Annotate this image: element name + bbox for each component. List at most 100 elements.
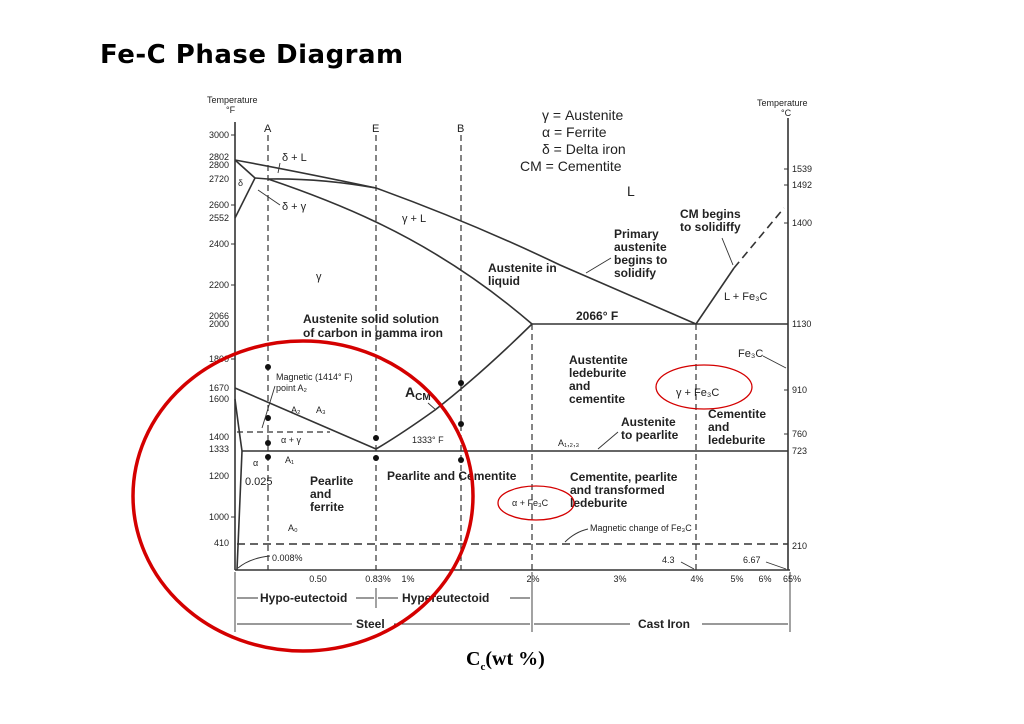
region-label: ledeburite <box>708 433 766 447</box>
tick-label: 1000 <box>209 512 229 522</box>
sample-points <box>265 364 464 463</box>
acm-line <box>375 323 533 450</box>
region-label: γ + Fe₃C <box>676 387 719 399</box>
line-label-e: E <box>372 123 379 135</box>
pointer-line <box>257 189 281 206</box>
region-label: δ <box>238 178 243 188</box>
tick-label: 0.50 <box>309 574 327 584</box>
region-label: and transformed <box>570 483 665 497</box>
ferrite-solvus <box>234 398 243 571</box>
liquidus-line <box>234 159 697 325</box>
left-axis-unit: °F <box>226 105 236 115</box>
tick-label: 2400 <box>209 239 229 249</box>
tick-label: 2800 <box>209 160 229 170</box>
region-label: γ + L <box>402 213 426 225</box>
caption-rest: (wt %) <box>485 648 545 670</box>
tick-label: 6% <box>758 574 771 584</box>
tick-label: 3% <box>613 574 626 584</box>
region-label: point A₂ <box>276 383 308 393</box>
tick-label: 2000 <box>209 319 229 329</box>
region-label: δ + γ <box>282 201 307 213</box>
pointer-line <box>564 528 589 543</box>
slide-title: Fe-C Phase Diagram <box>100 40 404 70</box>
right-axis-unit: °C <box>781 108 792 118</box>
region-label: γ <box>316 271 322 283</box>
region-label: Austenite in <box>488 261 557 275</box>
region-label: to pearlite <box>621 428 679 442</box>
pointer-line <box>680 561 695 570</box>
region-label: A₁,₂,₃ <box>558 438 580 448</box>
tick-label: 5% <box>730 574 743 584</box>
tick-label: 65% <box>783 574 801 584</box>
bottom-ticks: 0.50 0.83% 1% 2% 3% 4% 5% 6% 65% <box>309 574 801 584</box>
highlight-circle-steel-region <box>131 339 475 653</box>
steel-label: Steel <box>356 617 385 631</box>
tick-label: 1600 <box>209 394 229 404</box>
tick-label: 2066 <box>209 311 229 321</box>
region-label: to solidiffy <box>680 220 741 234</box>
delta-boundary <box>234 159 256 219</box>
region-label: 6.67 <box>743 555 761 565</box>
region-label: Austentite <box>569 353 628 367</box>
tick-label: 4% <box>690 574 703 584</box>
legend: γ = Austenite α = Ferrite δ = Delta iron… <box>520 107 626 174</box>
region-label: 0.025 <box>245 476 273 488</box>
peritectic-line <box>254 177 377 189</box>
region-label: A₁ <box>285 455 294 465</box>
region-label: Pearlite <box>310 474 354 488</box>
region-label: ledeburite <box>569 366 627 380</box>
region-label: cementite <box>569 392 625 406</box>
region-label: liquid <box>488 274 520 288</box>
tick-label: 3000 <box>209 130 229 140</box>
legend-item: α = Ferrite <box>542 124 607 140</box>
caption-main: C <box>466 648 481 670</box>
cast-iron-label: Cast Iron <box>638 617 690 631</box>
region-label: 4.3 <box>662 555 675 565</box>
tick-label: 1492 <box>792 180 812 190</box>
x-axis-caption: Cc(wt %) <box>466 648 545 673</box>
region-labels: L δ + L δ δ + γ γ + L γ Austenite in liq… <box>237 152 787 570</box>
region-label: α + Fe₃C <box>512 498 549 508</box>
left-axis-title: Temperature <box>207 95 258 105</box>
solidus-line <box>267 178 533 325</box>
pointer-line <box>765 561 787 570</box>
acm-label: ACM <box>405 384 431 403</box>
bracket-ticks <box>234 572 791 632</box>
region-label: A₃ <box>316 405 326 415</box>
tick-label: 210 <box>792 541 807 551</box>
tick-label: 1670 <box>209 383 229 393</box>
tick-label: 2552 <box>209 213 229 223</box>
right-tick-marks <box>784 168 788 435</box>
legend-item: CM = Cementite <box>520 158 622 174</box>
region-label: and <box>708 420 729 434</box>
right-ticks: 1539 1492 1400 1130 910 760 723 210 <box>792 164 812 551</box>
pointer-line <box>597 431 619 450</box>
right-axis-title: Temperature <box>757 98 808 108</box>
tick-label: 2600 <box>209 200 229 210</box>
tick-label: 1400 <box>209 432 229 442</box>
region-label: 2066° F <box>576 309 618 323</box>
region-label: and <box>569 379 590 393</box>
tick-label: 2% <box>526 574 539 584</box>
region-label: of carbon in gamma iron <box>303 326 443 340</box>
region-label: Cementite, pearlite <box>570 470 678 484</box>
region-label: Austenite solid solution <box>303 312 439 326</box>
tick-label: 723 <box>792 446 807 456</box>
cementite-liquidus <box>695 267 735 325</box>
region-label: α <box>253 458 258 468</box>
tick-label: 760 <box>792 429 807 439</box>
highlight-ellipse-gamma-fe3c <box>655 364 753 410</box>
region-label: α + γ <box>281 435 301 445</box>
hypo-eutectoid-label: Hypo-eutectoid <box>260 591 347 605</box>
tick-label: 2200 <box>209 280 229 290</box>
highlight-ellipse-alpha-fe3c <box>497 485 575 521</box>
pointer-line <box>237 555 271 569</box>
legend-item: γ = Austenite <box>542 107 624 123</box>
region-label: Fe₃C <box>738 348 763 360</box>
tick-label: 410 <box>214 538 229 548</box>
pointer-line <box>427 402 437 411</box>
cementite-liquidus-dashed <box>733 207 785 269</box>
a3-line <box>234 387 377 450</box>
